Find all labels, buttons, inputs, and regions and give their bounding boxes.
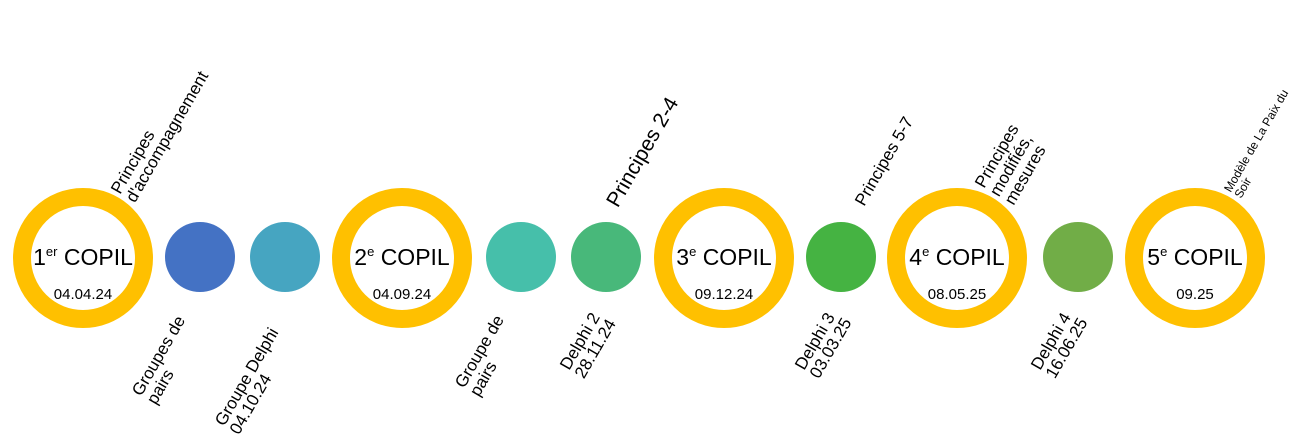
copil-3-ring: 3e COPIL 09.12.24 xyxy=(654,188,794,328)
copil-4-title: 4e COPIL xyxy=(909,244,1005,270)
copil-2-title: 2e COPIL xyxy=(354,244,450,270)
copil-3-title: 3e COPIL xyxy=(676,244,772,270)
copil-2-date: 04.09.24 xyxy=(372,286,432,303)
peer-groups-dot xyxy=(165,222,235,292)
delphi-2-dot xyxy=(571,222,641,292)
copil-4-date: 08.05.25 xyxy=(927,286,987,303)
copil-1-title: 1er COPIL xyxy=(33,244,133,270)
copil-5-title: 5e COPIL xyxy=(1147,244,1243,270)
peer-group-dot xyxy=(486,222,556,292)
copil-4-ring: 4e COPIL 08.05.25 xyxy=(887,188,1027,328)
copil-5-date: 09.25 xyxy=(1176,286,1214,303)
copil-3-date: 09.12.24 xyxy=(694,286,754,303)
copil-1-date: 04.04.24 xyxy=(53,286,113,303)
delphi-group-dot xyxy=(250,222,320,292)
delphi-3-dot xyxy=(806,222,876,292)
label-principes-5-7: Principes 5-7 xyxy=(851,113,918,209)
delphi-4-dot xyxy=(1043,222,1113,292)
label-principes-2-4: Principes 2-4 xyxy=(602,93,684,211)
copil-2-ring: 2e COPIL 04.09.24 xyxy=(332,188,472,328)
copil-5-ring: 5e COPIL 09.25 xyxy=(1125,188,1265,328)
copil-1-ring: 1er COPIL 04.04.24 xyxy=(13,188,153,328)
